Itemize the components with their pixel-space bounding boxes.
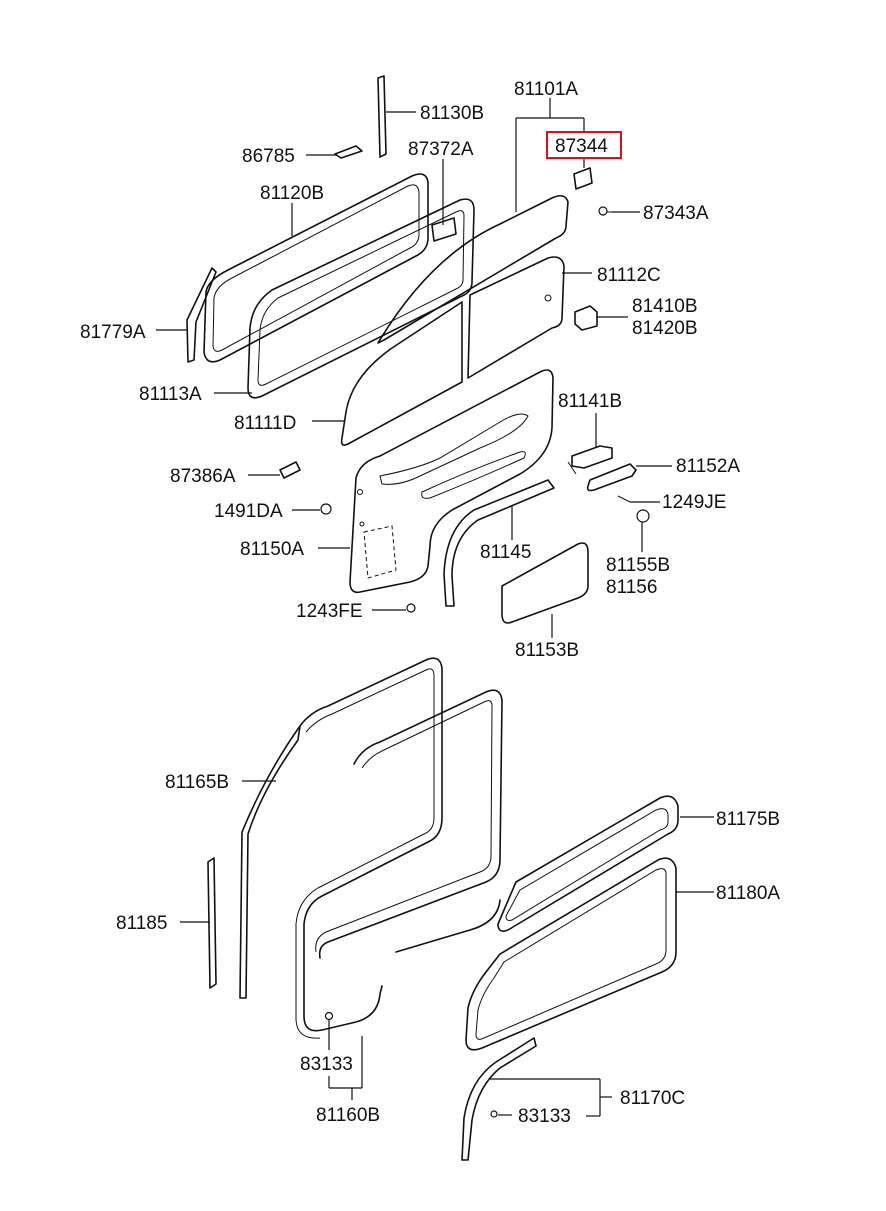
part-83133a-clip	[324, 1011, 334, 1021]
label-81410b[interactable]: 81410B	[632, 296, 698, 317]
part-81120b-seal	[203, 173, 429, 363]
label-81165b[interactable]: 81165B	[165, 772, 229, 793]
label-81145[interactable]: 81145	[480, 542, 531, 563]
part-87344-sticker	[573, 167, 593, 190]
part-81111d-glass	[340, 301, 463, 446]
label-81153b[interactable]: 81153B	[515, 640, 579, 661]
label-1249je[interactable]: 1249JE	[662, 492, 726, 513]
part-81180a-seal-inner	[475, 868, 667, 1040]
part-81175b-seal	[497, 795, 679, 932]
part-1243fe-screw	[406, 603, 416, 613]
part-86785-pad	[334, 145, 363, 159]
label-81185[interactable]: 81185	[116, 913, 167, 934]
part-81165b-strip	[239, 725, 301, 999]
label-81101a[interactable]: 81101A	[514, 79, 578, 100]
label-81779a[interactable]: 81779A	[80, 322, 146, 343]
part-81150a-trim-handle	[421, 451, 526, 499]
part-81779a-strip	[186, 267, 217, 363]
part-81120b-seal-inner	[212, 184, 420, 352]
part-81160b-lower	[395, 899, 501, 953]
part-81150a-trim	[349, 369, 554, 594]
part-81101a-glass	[377, 194, 569, 344]
part-81145-arc-trim	[443, 479, 555, 607]
label-81111d[interactable]: 81111D	[234, 413, 296, 434]
label-81170c[interactable]: 81170C	[620, 1088, 685, 1109]
part-81152a-handle	[586, 463, 637, 492]
label-81120b[interactable]: 81120B	[260, 183, 324, 204]
label-81152a[interactable]: 81152A	[676, 456, 740, 477]
label-81130b[interactable]: 81130B	[420, 103, 484, 124]
part-81112c-glass	[467, 256, 565, 379]
part-81141b-bracket	[571, 445, 613, 469]
part-81180a-seal	[465, 857, 677, 1051]
label-81113a[interactable]: 81113A	[139, 384, 202, 405]
label-81150a[interactable]: 81150A	[240, 539, 304, 560]
label-87344[interactable]: 87344	[555, 136, 608, 157]
label-1243fe[interactable]: 1243FE	[296, 601, 363, 622]
label-86785[interactable]: 86785	[242, 146, 295, 167]
part-81155b-cap	[636, 509, 650, 523]
part-81130b-strip	[377, 75, 387, 158]
leader-lines	[156, 98, 714, 1117]
part-81160b-seal-inner	[315, 700, 493, 953]
part-81113a-channel	[247, 198, 475, 399]
label-81420b[interactable]: 81420B	[632, 318, 698, 339]
part-87343a-screw	[598, 206, 608, 216]
label-1491da[interactable]: 1491DA	[214, 501, 283, 522]
part-1249je-screw	[617, 495, 631, 503]
part-87386a-clip	[279, 461, 301, 479]
label-87343a[interactable]: 87343A	[643, 203, 709, 224]
part-81150a-trim-detail	[379, 413, 529, 485]
label-81180a[interactable]: 81180A	[716, 883, 780, 904]
label-81155b[interactable]: 81155B	[606, 555, 670, 576]
part-83133b-clip	[490, 1110, 498, 1118]
highlight-box-87344	[546, 131, 622, 159]
label-81112c[interactable]: 81112C	[597, 265, 661, 286]
part-81175b-seal-inner	[505, 808, 669, 921]
label-87372a[interactable]: 87372A	[408, 139, 474, 160]
label-87386a[interactable]: 87386A	[170, 466, 236, 487]
part-81185-strip	[207, 857, 217, 989]
label-81160b[interactable]: 81160B	[316, 1105, 380, 1126]
part-81160b-seal	[318, 689, 503, 959]
part-81165b-seal-inner	[295, 668, 435, 1039]
label-81156[interactable]: 81156	[606, 577, 657, 598]
part-81170c-strip	[461, 1037, 537, 1161]
part-1491da-grommet	[320, 503, 332, 515]
part-81165b-seal	[299, 657, 443, 1032]
part-81113a-channel-inner	[257, 210, 465, 386]
label-81141b[interactable]: 81141B	[558, 391, 622, 412]
part-81410b-clip	[574, 305, 598, 331]
part-87372a-block	[431, 217, 457, 242]
label-83133-a[interactable]: 83133	[300, 1054, 353, 1075]
label-83133-b[interactable]: 83133	[518, 1106, 571, 1127]
part-81153b-pocket	[501, 542, 589, 624]
part-81150a-trim-pocket	[363, 525, 397, 579]
label-81175b[interactable]: 81175B	[716, 809, 780, 830]
